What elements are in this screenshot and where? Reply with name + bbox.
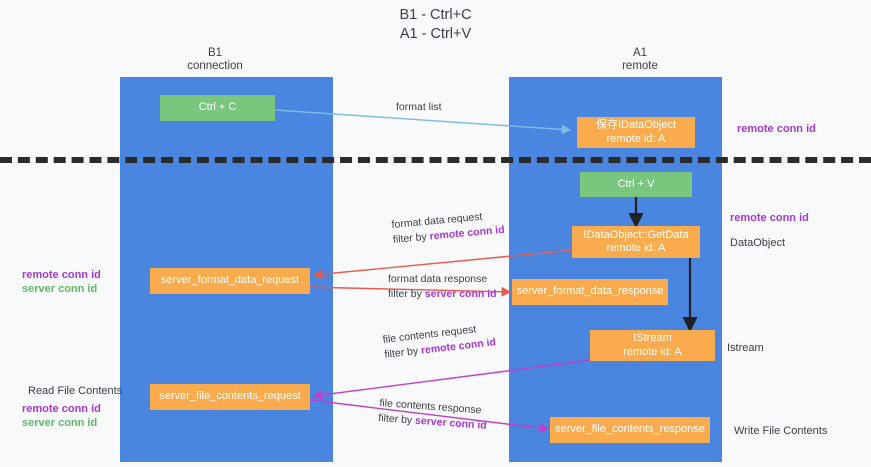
annotation-right-remote-conn-id-mid: remote conn id — [730, 212, 809, 224]
column-header-b1: B1 connection — [145, 47, 285, 73]
box-set-idataobject-line1: 保存IDataObject — [595, 119, 677, 131]
box-idataobject-getdata-line1: IDataObject::GetData — [583, 228, 689, 241]
edge-label-format-list: format list — [396, 100, 442, 115]
title-line-1: B1 - Ctrl+C — [399, 7, 472, 23]
annotation-right-write-file-contents: Write File Contents — [734, 425, 828, 437]
column-header-a1: A1 remote — [570, 47, 710, 73]
edge-label-file-contents-request: file contents request filter by remote c… — [382, 320, 497, 362]
box-server-file-contents-response-label: server_file_contents_response — [555, 423, 705, 436]
edge-label-format-data-response-filter: filter by server conn id — [388, 288, 497, 300]
annotation-right-remote-conn-id-top: remote conn id — [737, 123, 816, 135]
edge-label-format-data-response: format data response filter by server co… — [388, 272, 497, 302]
edge-label-format-data-request: format data request filter by remote con… — [391, 208, 505, 248]
box-set-idataobject-line2: remote id: A — [606, 132, 666, 145]
box-istream-line1: IStream — [633, 332, 672, 344]
page-title: B1 - Ctrl+C A1 - Ctrl+V — [0, 6, 871, 44]
annotation-left-remote-conn-id-2: remote conn id — [22, 403, 101, 415]
edge-label-file-contents-response: file contents response filter by server … — [378, 396, 488, 434]
edge-label-format-data-response-text: format data response — [388, 273, 488, 285]
box-server-format-data-request-label: server_format_data_request — [160, 274, 300, 287]
column-a1-sub: remote — [622, 60, 658, 72]
box-server-format-data-response-label: server_format_data_response — [516, 285, 664, 298]
box-server-format-data-request[interactable]: server_format_data_request — [150, 268, 310, 294]
box-server-file-contents-request-label: server_file_contents_request — [159, 390, 301, 403]
phase-divider — [0, 157, 871, 163]
box-istream-line2: remote id: A — [623, 345, 682, 358]
annotation-left-server-conn-id: server conn id — [22, 283, 98, 295]
box-server-file-contents-request[interactable]: server_file_contents_request — [150, 384, 310, 410]
column-b1-sub: connection — [187, 60, 243, 72]
box-ctrl-v-label: Ctrl + V — [617, 177, 655, 190]
box-istream[interactable]: IStream remote id: A — [590, 330, 715, 361]
box-set-idataobject[interactable]: 保存IDataObject remote id: A — [577, 117, 695, 148]
box-server-format-data-response[interactable]: server_format_data_response — [512, 279, 668, 305]
annotation-right-dataobject: DataObject — [730, 237, 786, 249]
annotation-right-istream: Istream — [727, 342, 764, 354]
column-b1-name: B1 — [207, 47, 223, 59]
annotation-left-read-file-contents: Read File Contents — [28, 385, 123, 397]
column-a1-name: A1 — [632, 47, 648, 59]
box-idataobject-getdata[interactable]: IDataObject::GetData remote id: A — [572, 226, 700, 258]
box-server-file-contents-response[interactable]: server_file_contents_response — [550, 417, 710, 443]
title-line-2: A1 - Ctrl+V — [399, 26, 472, 42]
box-ctrl-c-label: Ctrl + C — [198, 101, 237, 114]
annotation-left-server-conn-id-2: server conn id — [22, 417, 98, 429]
box-ctrl-v[interactable]: Ctrl + V — [580, 172, 692, 197]
edge-label-format-list-text: format list — [396, 101, 442, 113]
box-ctrl-c[interactable]: Ctrl + C — [160, 95, 275, 121]
box-idataobject-getdata-line2: remote id: A — [606, 242, 666, 254]
annotation-left-remote-conn-id: remote conn id — [22, 269, 101, 281]
